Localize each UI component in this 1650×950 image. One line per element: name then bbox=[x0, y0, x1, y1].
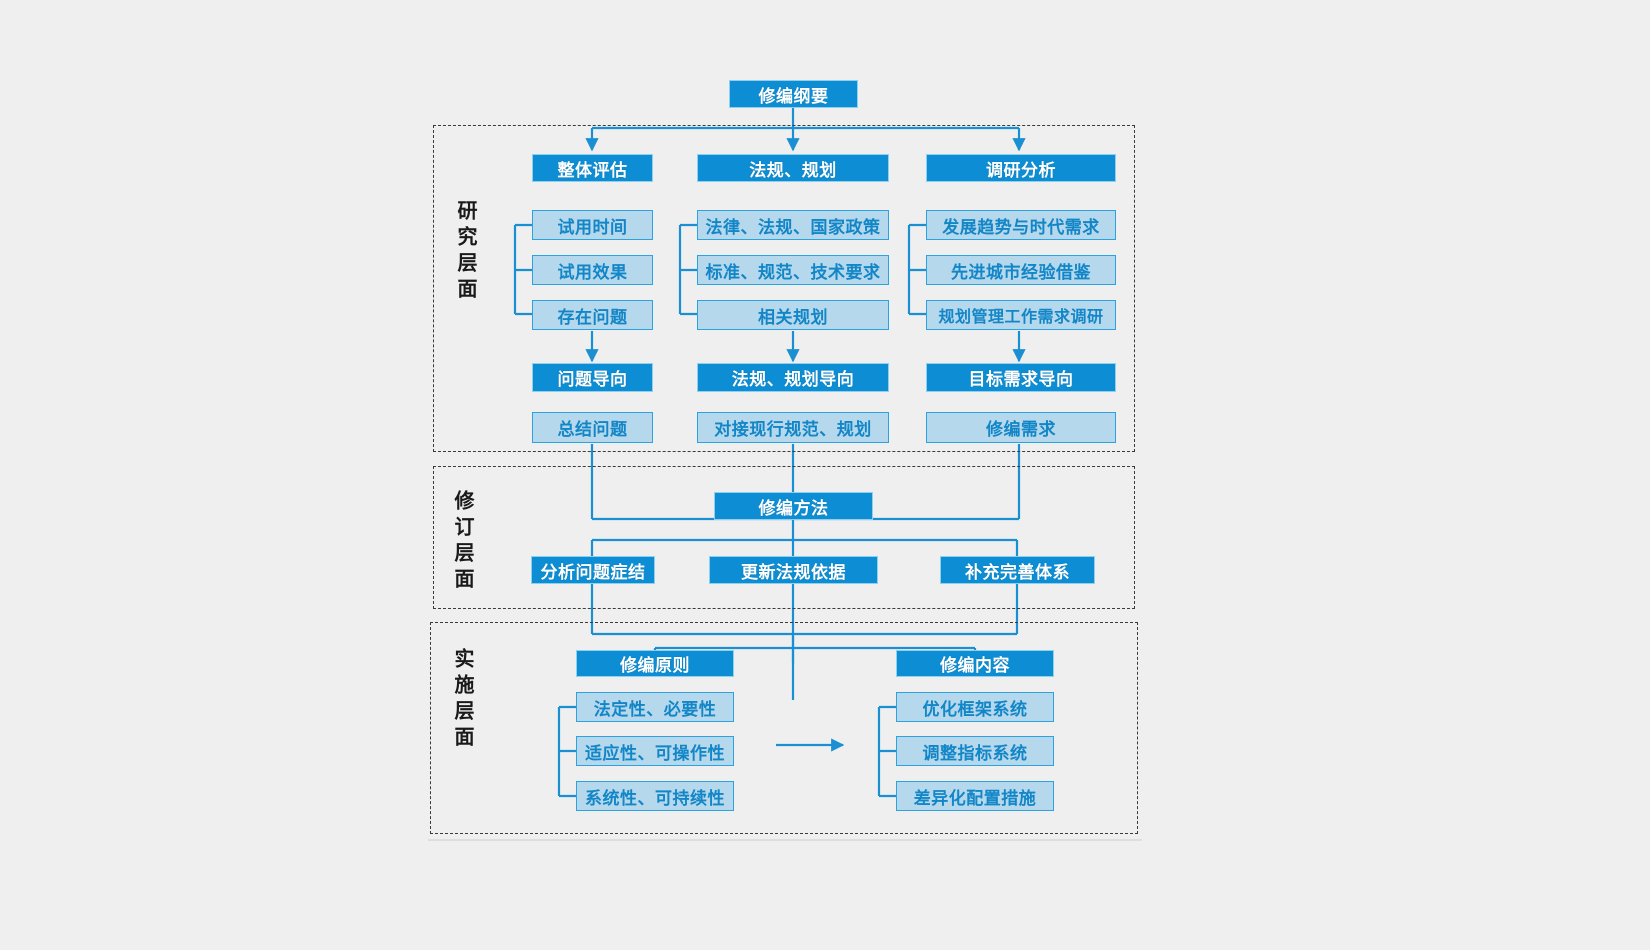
node-research-col1-item-2[interactable]: 存在问题 bbox=[532, 300, 653, 330]
layer-label-revision: 修订层面 bbox=[451, 490, 473, 594]
node-implementation-group2-item-1[interactable]: 调整指标系统 bbox=[896, 736, 1054, 766]
node-research-col3-item-1[interactable]: 先进城市经验借鉴 bbox=[926, 255, 1116, 285]
node-root[interactable]: 修编纲要 bbox=[729, 80, 858, 108]
node-implementation-group2-head[interactable]: 修编内容 bbox=[896, 650, 1054, 677]
layer-container-implementation bbox=[430, 622, 1138, 834]
node-implementation-group1-item-1[interactable]: 适应性、可操作性 bbox=[576, 736, 734, 766]
node-implementation-group2-item-2[interactable]: 差异化配置措施 bbox=[896, 781, 1054, 811]
node-research-col2-result[interactable]: 法规、规划导向 bbox=[697, 363, 889, 392]
node-research-col1-item-0[interactable]: 试用时间 bbox=[532, 210, 653, 240]
node-research-col2-item-2[interactable]: 相关规划 bbox=[697, 300, 889, 330]
node-research-col3-output[interactable]: 修编需求 bbox=[926, 412, 1116, 443]
node-research-col1-output[interactable]: 总结问题 bbox=[532, 412, 653, 443]
node-research-col3-result[interactable]: 目标需求导向 bbox=[926, 363, 1116, 392]
node-research-col3-item-2[interactable]: 规划管理工作需求调研 bbox=[926, 300, 1116, 330]
layer-label-implementation: 实施层面 bbox=[451, 648, 473, 752]
node-research-col3-item-0[interactable]: 发展趋势与时代需求 bbox=[926, 210, 1116, 240]
node-research-col2-item-0[interactable]: 法律、法规、国家政策 bbox=[697, 210, 889, 240]
node-research-col1-result[interactable]: 问题导向 bbox=[532, 363, 653, 392]
node-revision-item-0[interactable]: 分析问题症结 bbox=[531, 556, 655, 584]
node-research-col2-item-1[interactable]: 标准、规范、技术要求 bbox=[697, 255, 889, 285]
layer-container-revision bbox=[433, 466, 1135, 609]
node-research-col1-head[interactable]: 整体评估 bbox=[532, 154, 653, 182]
node-implementation-group1-item-0[interactable]: 法定性、必要性 bbox=[576, 692, 734, 722]
node-research-col1-item-1[interactable]: 试用效果 bbox=[532, 255, 653, 285]
node-implementation-group1-head[interactable]: 修编原则 bbox=[576, 650, 734, 677]
node-implementation-group1-item-2[interactable]: 系统性、可持续性 bbox=[576, 781, 734, 811]
node-implementation-group2-item-0[interactable]: 优化框架系统 bbox=[896, 692, 1054, 722]
node-research-col2-output[interactable]: 对接现行规范、规划 bbox=[697, 412, 889, 443]
node-research-col3-head[interactable]: 调研分析 bbox=[926, 154, 1116, 182]
node-research-col2-head[interactable]: 法规、规划 bbox=[697, 154, 889, 182]
node-revision-item-2[interactable]: 补充完善体系 bbox=[940, 556, 1095, 584]
layer-container-research bbox=[433, 125, 1135, 452]
node-revision-head[interactable]: 修编方法 bbox=[714, 492, 873, 520]
layer-label-research: 研究层面 bbox=[454, 200, 476, 304]
node-revision-item-1[interactable]: 更新法规依据 bbox=[709, 556, 878, 584]
